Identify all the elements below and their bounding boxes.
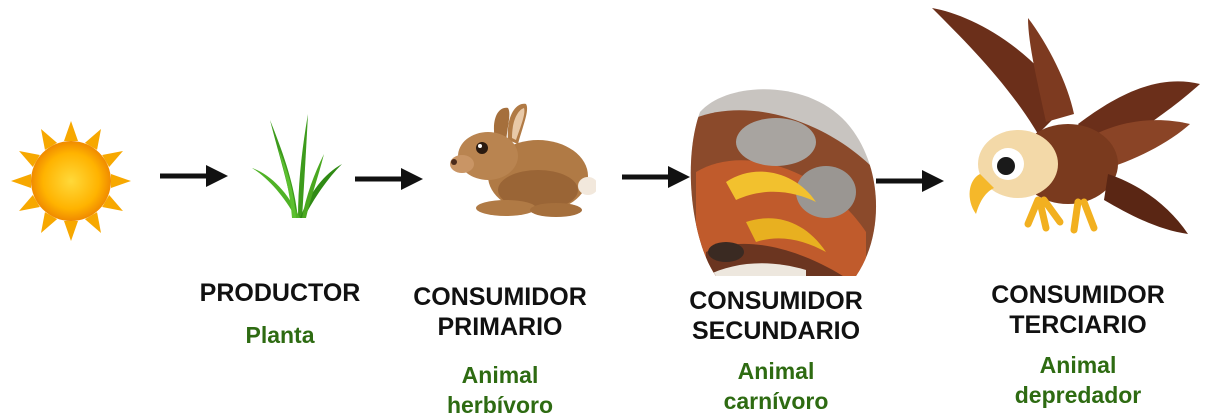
stage-role: CONSUMIDOR bbox=[991, 281, 1165, 309]
stage-description: carnívoro bbox=[723, 388, 829, 414]
arrow-right-icon bbox=[622, 166, 690, 188]
grass-icon bbox=[252, 114, 342, 218]
stage-productor: PRODUCTOR Planta bbox=[180, 278, 380, 350]
sun-icon bbox=[11, 121, 131, 241]
stage-description: depredador bbox=[1014, 382, 1142, 408]
arrow-right-icon bbox=[876, 170, 944, 192]
stage-role: CONSUMIDOR bbox=[413, 283, 587, 311]
stage-role: CONSUMIDOR bbox=[689, 287, 863, 315]
stage-role: SECUNDARIO bbox=[691, 317, 861, 345]
snake-icon bbox=[690, 89, 877, 276]
eagle-icon bbox=[932, 8, 1200, 234]
stage-description: Animal bbox=[737, 358, 815, 384]
stage-role: TERCIARIO bbox=[1009, 311, 1147, 339]
stage-consumidor-primario: CONSUMIDOR PRIMARIO Animal herbívoro bbox=[394, 282, 606, 420]
arrow-right-icon bbox=[160, 165, 228, 187]
stage-consumidor-secundario: CONSUMIDOR SECUNDARIO Animal carnívoro bbox=[664, 286, 888, 416]
stage-role: PRIMARIO bbox=[437, 313, 563, 341]
arrow-right-icon bbox=[355, 168, 423, 190]
stage-role: PRODUCTOR bbox=[199, 279, 361, 307]
stage-description: Planta bbox=[245, 322, 315, 348]
rabbit-icon bbox=[450, 103, 596, 217]
stage-consumidor-terciario: CONSUMIDOR TERCIARIO Animal depredador bbox=[968, 280, 1188, 410]
stage-description: herbívoro bbox=[446, 392, 554, 418]
stage-description: Animal bbox=[1039, 352, 1117, 378]
stage-description: Animal bbox=[461, 362, 539, 388]
